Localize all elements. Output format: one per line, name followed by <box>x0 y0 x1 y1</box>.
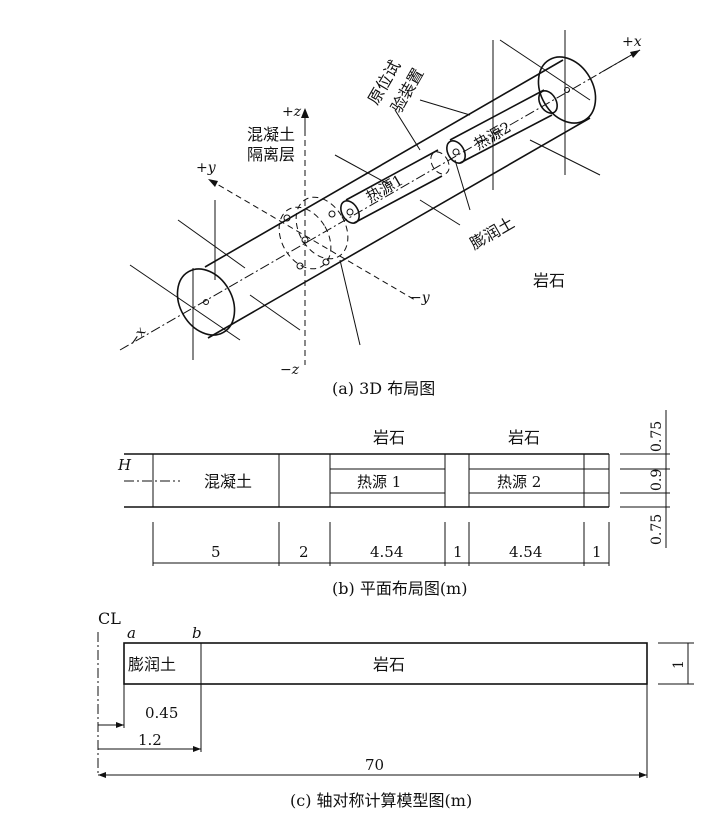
dim-seg-6: 1 <box>592 543 602 561</box>
dim-arrow <box>116 722 124 728</box>
rock-label: 岩石 <box>373 655 405 674</box>
dim-arrow <box>193 746 201 752</box>
heater1-label: 热源 1 <box>357 473 401 491</box>
rock-label-1: 岩石 <box>373 428 405 447</box>
dim-seg-5: 4.54 <box>509 543 542 561</box>
dim-seg-3: 4.54 <box>370 543 403 561</box>
point-a: a <box>127 624 136 642</box>
model-domain <box>123 642 648 685</box>
dim-seg-1: 5 <box>211 543 221 561</box>
dim-height: 1 <box>671 660 687 669</box>
heater2-label: 热源 2 <box>497 473 541 491</box>
guide-line <box>419 199 461 226</box>
concrete-node <box>283 214 291 222</box>
dim-arrow <box>639 772 647 778</box>
caption-a: (a) 3D 布局图 <box>332 379 435 398</box>
y-axis-arrow <box>208 179 218 187</box>
point-b: b <box>192 624 202 642</box>
heater2-end-center <box>452 148 460 156</box>
dim-seg-4: 1 <box>453 543 463 561</box>
dim-vert-2: 0.9 <box>649 469 665 491</box>
guide-line <box>499 39 591 101</box>
bentonite-label: 膨润土 <box>467 213 518 253</box>
heater1-end <box>340 200 360 224</box>
tunnel-top-edge <box>204 59 564 268</box>
panel-a-3d-layout: +x −x +y −y +z −z 原位试 验装置 混凝土 隔离层 热源1 热源… <box>119 30 642 398</box>
axis-label-py: +y <box>196 160 217 176</box>
heater2-far-end <box>538 90 558 114</box>
bentonite-label: 膨润土 <box>128 655 176 674</box>
concrete-layer-ring-1 <box>278 206 332 270</box>
cl-label: CL <box>98 609 121 628</box>
guide-line <box>339 259 361 346</box>
guide-line <box>334 154 391 186</box>
caption-b: (b) 平面布局图(m) <box>332 579 467 598</box>
axis-label-ny: −y <box>410 290 431 306</box>
axis-label-nz: −z <box>280 362 300 378</box>
heater2-end <box>446 140 466 164</box>
heater1-label: 热源1 <box>363 171 406 206</box>
axis-label-pz: +z <box>282 104 302 120</box>
bentonite-leader <box>454 159 471 211</box>
axis-label-px: +x <box>622 34 642 50</box>
concrete-label: 混凝土 <box>204 472 252 491</box>
axis-label-nx: −x <box>125 324 149 349</box>
guide-line <box>419 99 471 116</box>
guide-line <box>129 264 241 341</box>
tunnel-near-end <box>176 268 236 336</box>
rock-label-2: 岩石 <box>508 428 540 447</box>
dim-12-label: 1.2 <box>138 731 162 749</box>
concrete-node <box>296 262 304 270</box>
dim-70-label: 70 <box>365 756 384 774</box>
heater1-top <box>345 149 439 201</box>
caption-c: (c) 轴对称计算模型图(m) <box>290 791 472 810</box>
concrete-layer-ring-2 <box>295 196 349 260</box>
heater2-top <box>449 89 545 141</box>
dim-vert-1: 0.75 <box>649 421 665 452</box>
dim-vert-3: 0.75 <box>649 514 665 545</box>
x-axis-line <box>119 49 641 351</box>
concrete-label-1: 混凝土 <box>247 125 295 144</box>
concrete-node <box>328 210 336 218</box>
rock-label: 岩石 <box>533 271 565 290</box>
dim-seg-2: 2 <box>299 543 309 561</box>
heater1-end-center <box>346 208 354 216</box>
guide-line <box>249 294 301 331</box>
heater2-bottom <box>459 114 553 164</box>
tunnel-bottom-edge <box>207 117 591 339</box>
tunnel-far-end <box>537 56 597 124</box>
concrete-node <box>322 258 330 266</box>
panel-b-plan-layout: H 混凝土 热源 1 热源 2 岩石 岩石 5 2 4.54 1 4.54 1 … <box>117 410 670 598</box>
h-label: H <box>117 456 132 474</box>
x-axis-arrow <box>630 50 640 58</box>
device-leader <box>394 109 421 151</box>
panel-c-axisymmetric-model: CL a b 膨润土 岩石 1 0.45 1.2 70 (c) 轴对称计算模型图… <box>97 609 694 810</box>
heater1-far-end <box>430 151 450 175</box>
dim-045-label: 0.45 <box>145 704 178 722</box>
z-axis-arrow <box>301 108 309 118</box>
heater1-bottom <box>353 175 443 224</box>
dim-arrow <box>98 772 106 778</box>
guide-line <box>177 219 246 269</box>
concrete-label-2: 隔离层 <box>247 145 295 164</box>
